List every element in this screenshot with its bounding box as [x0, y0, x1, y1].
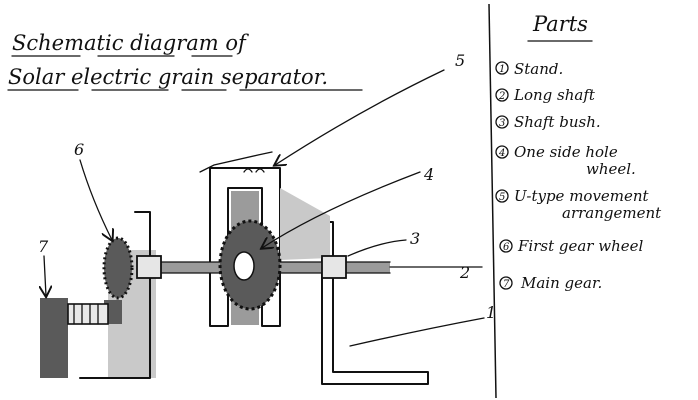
part-item-one-side-hole-wheel: 4 One side hole wheel. [495, 143, 636, 178]
part-marker-circle [495, 145, 509, 159]
part-label: U-type movement [514, 187, 650, 205]
u-frame-top-holes [243, 168, 265, 173]
callout-arrow-6 [79, 159, 112, 240]
first-gear-teeth [102, 236, 134, 300]
coupling-hatching [73, 303, 99, 325]
part-marker-circle [495, 115, 509, 129]
callout-number-6: 6 [74, 140, 84, 159]
parts-list: 1 Stand. 2 Long shaft 3 Shaft bush. 4 On… [495, 60, 662, 292]
part-marker: 3 [499, 118, 505, 129]
one-side-hole-wheel [218, 219, 282, 311]
part-label: First gear wheel [517, 237, 643, 255]
callout-arrow-7 [44, 255, 46, 296]
part-marker: 4 [498, 148, 505, 159]
shaft-bush-left [136, 255, 162, 279]
part-item-long-shaft: 2 Long shaft [495, 86, 596, 104]
page-divider [488, 3, 497, 399]
callout-number-1: 1 [486, 303, 496, 322]
main-gear-assembly [40, 298, 109, 378]
part-label: Long shaft [513, 86, 596, 104]
machine-drawing [40, 69, 485, 385]
part-label: Stand. [514, 60, 563, 78]
callout-number-2: 2 [459, 263, 470, 282]
part-label: One side hole [514, 143, 618, 161]
callout-number-5: 5 [455, 51, 465, 70]
callout-number-3: 3 [410, 229, 420, 248]
hole-wheel-teeth [218, 219, 282, 311]
diagram-title: Schematic diagram of Solar electric grai… [7, 31, 363, 91]
motor-body [40, 298, 68, 378]
part-item-u-type-movement: 5 U-type movement arrangement [495, 187, 662, 222]
part-marker: 6 [503, 242, 510, 253]
shaft-bush-right [321, 255, 347, 279]
callout-arrow-4 [262, 171, 421, 248]
callout-arrow-5 [275, 69, 445, 165]
back-plate [280, 188, 330, 260]
part-label-continued: wheel. [586, 160, 636, 178]
left-stand-frame [79, 211, 151, 379]
callout-line-3 [347, 239, 407, 257]
part-item-stand: 1 Stand. [495, 60, 563, 78]
part-marker: 2 [498, 91, 505, 102]
part-marker: 1 [499, 64, 505, 75]
right-stand [321, 221, 429, 385]
first-gear-body [104, 238, 132, 298]
part-item-main-gear: 7 Main gear. [499, 274, 602, 292]
part-marker-circle [495, 189, 509, 203]
part-marker-circle [499, 276, 513, 290]
part-label-continued: arrangement [562, 204, 662, 222]
title-line-1: Schematic diagram of [12, 31, 249, 55]
part-marker-circle [495, 61, 509, 75]
callout-number-4: 4 [423, 165, 434, 184]
part-marker: 5 [499, 192, 505, 203]
part-item-shaft-bush: 3 Shaft bush. [495, 113, 601, 131]
callout-line-1 [349, 317, 485, 347]
part-label: Main gear. [520, 274, 602, 292]
callout-number-7: 7 [38, 237, 49, 256]
title-line-2: Solar electric grain separator. [8, 65, 328, 89]
part-item-first-gear-wheel: 6 First gear wheel [499, 237, 643, 255]
part-marker-circle [499, 239, 513, 253]
parts-heading: Parts [532, 12, 588, 36]
part-marker: 7 [503, 279, 510, 290]
u-frame-top-bracket [199, 151, 273, 173]
part-label: Shaft bush. [514, 113, 601, 131]
hole-wheel-hole [233, 251, 255, 281]
part-marker-circle [495, 88, 509, 102]
